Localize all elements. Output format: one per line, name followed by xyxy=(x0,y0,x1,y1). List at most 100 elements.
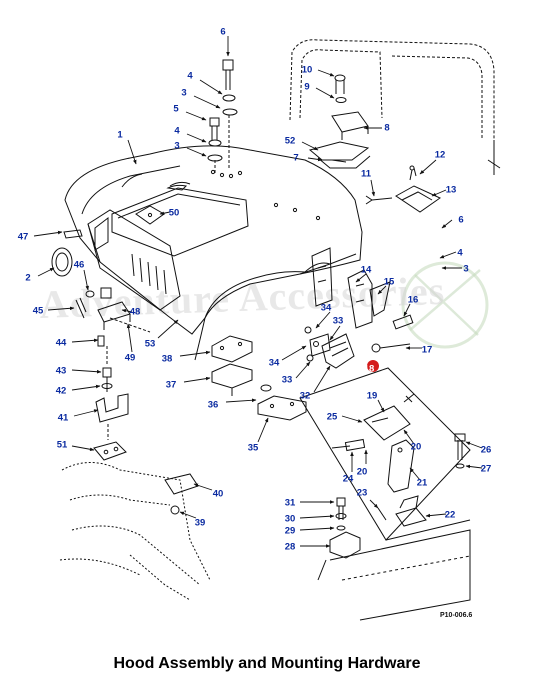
leader-c6b xyxy=(441,219,453,229)
callout-c52[interactable]: 52 xyxy=(285,136,296,147)
leader-c30 xyxy=(299,514,335,519)
callout-c22[interactable]: 22 xyxy=(445,510,456,521)
leader-c21 xyxy=(409,467,421,481)
leader-c23 xyxy=(369,499,379,509)
callout-c35[interactable]: 35 xyxy=(248,443,259,454)
callout-c8[interactable]: 8 xyxy=(384,123,389,134)
leader-c1 xyxy=(127,139,137,165)
bumper-stop xyxy=(308,74,371,169)
callout-c38[interactable]: 38 xyxy=(162,354,173,365)
leader-c48 xyxy=(121,309,133,313)
callout-c41[interactable]: 41 xyxy=(58,413,69,424)
leader-c40 xyxy=(193,483,213,491)
leader-c9 xyxy=(315,87,335,99)
callout-18-marker[interactable] xyxy=(367,360,379,372)
callout-c28[interactable]: 28 xyxy=(285,542,296,553)
leader-c4c xyxy=(439,251,457,259)
callout-c14[interactable]: 14 xyxy=(361,265,372,276)
callout-c6a[interactable]: 6 xyxy=(220,27,225,38)
callout-c43[interactable]: 43 xyxy=(56,366,67,377)
callout-c4c[interactable]: 4 xyxy=(457,248,463,259)
callout-c29[interactable]: 29 xyxy=(285,526,296,537)
callout-c31[interactable]: 31 xyxy=(285,498,296,509)
callout-c53[interactable]: 53 xyxy=(145,339,156,350)
fender-edge xyxy=(194,317,206,361)
callout-c27[interactable]: 27 xyxy=(481,464,492,475)
leader-c34b xyxy=(281,345,307,361)
leader-c20b xyxy=(403,429,415,445)
leader-c36 xyxy=(225,398,257,403)
figure-ref: P10-006.6 xyxy=(440,612,472,619)
callout-c24[interactable]: 24 xyxy=(343,474,354,485)
leader-c35 xyxy=(257,417,269,443)
callout-c19[interactable]: 19 xyxy=(367,391,378,402)
callout-c18[interactable]: 18 xyxy=(364,364,375,375)
callout-c16[interactable]: 16 xyxy=(408,295,419,306)
callout-c42[interactable]: 42 xyxy=(56,386,67,397)
callout-c45[interactable]: 45 xyxy=(33,306,44,317)
leader-c22 xyxy=(425,513,447,518)
callout-c10[interactable]: 10 xyxy=(302,65,313,76)
leader-c42 xyxy=(71,384,101,391)
leader-c46 xyxy=(83,269,89,291)
callout-c3c[interactable]: 3 xyxy=(463,264,468,275)
callout-c34a[interactable]: 34 xyxy=(321,303,332,314)
callout-c4b[interactable]: 4 xyxy=(174,126,180,137)
leader-c52 xyxy=(301,141,319,151)
leader-c33b xyxy=(295,361,311,379)
leader-c29 xyxy=(299,526,335,531)
callout-c36[interactable]: 36 xyxy=(208,400,219,411)
leader-c26 xyxy=(465,441,483,449)
leader-c14 xyxy=(355,273,367,283)
callout-c26[interactable]: 26 xyxy=(481,445,492,456)
leader-c2 xyxy=(37,267,55,277)
callout-c21[interactable]: 21 xyxy=(417,478,428,489)
callout-c5[interactable]: 5 xyxy=(173,104,179,115)
callout-c9[interactable]: 9 xyxy=(304,82,309,93)
callout-c39[interactable]: 39 xyxy=(195,518,206,529)
callout-c48[interactable]: 48 xyxy=(130,307,141,318)
callout-c49[interactable]: 49 xyxy=(125,353,136,364)
diagram-caption: Hood Assembly and Mounting Hardware xyxy=(114,655,421,672)
callout-c50[interactable]: 50 xyxy=(169,208,180,219)
callout-c6b[interactable]: 6 xyxy=(458,215,463,226)
callout-c3a[interactable]: 3 xyxy=(181,88,186,99)
callout-c15[interactable]: 15 xyxy=(384,277,395,288)
callout-c33a[interactable]: 33 xyxy=(333,316,344,327)
callout-c11[interactable]: 11 xyxy=(361,169,372,180)
lower-body-panel xyxy=(317,519,471,621)
leader-c51 xyxy=(71,445,95,452)
callout-c12[interactable]: 12 xyxy=(435,150,446,161)
callout-c20a[interactable]: 20 xyxy=(357,467,368,478)
callout-c7[interactable]: 7 xyxy=(293,153,298,164)
callout-c23[interactable]: 23 xyxy=(357,488,368,499)
callout-c44[interactable]: 44 xyxy=(56,338,67,349)
leader-c43 xyxy=(71,369,102,374)
lower-hinge-plates xyxy=(211,326,355,421)
callout-c25[interactable]: 25 xyxy=(327,412,338,423)
callout-c2[interactable]: 2 xyxy=(25,273,30,284)
callout-c4a[interactable]: 4 xyxy=(187,71,193,82)
frame-rail xyxy=(59,462,211,601)
callout-c1[interactable]: 1 xyxy=(117,130,123,141)
callout-c3b[interactable]: 3 xyxy=(174,141,179,152)
leader-lines xyxy=(33,36,483,548)
callout-c33b[interactable]: 33 xyxy=(282,375,293,386)
callout-c20b[interactable]: 20 xyxy=(411,442,422,453)
callout-c17[interactable]: 17 xyxy=(422,345,433,356)
callout-c13[interactable]: 13 xyxy=(446,185,457,196)
callout-c37[interactable]: 37 xyxy=(166,380,177,391)
hood-body xyxy=(64,145,363,335)
callout-c32[interactable]: 32 xyxy=(300,391,311,402)
callout-c46[interactable]: 46 xyxy=(74,260,85,271)
callout-c51[interactable]: 51 xyxy=(57,440,68,451)
leader-c5 xyxy=(185,111,207,121)
callout-c34b[interactable]: 34 xyxy=(269,358,280,369)
bolt-26 xyxy=(457,440,463,460)
callout-c30[interactable]: 30 xyxy=(285,514,296,525)
callout-c40[interactable]: 40 xyxy=(213,489,224,500)
callout-c47[interactable]: 47 xyxy=(18,232,29,243)
leader-c49 xyxy=(126,323,133,353)
cab-post xyxy=(487,140,501,175)
leader-c33a xyxy=(329,325,341,341)
